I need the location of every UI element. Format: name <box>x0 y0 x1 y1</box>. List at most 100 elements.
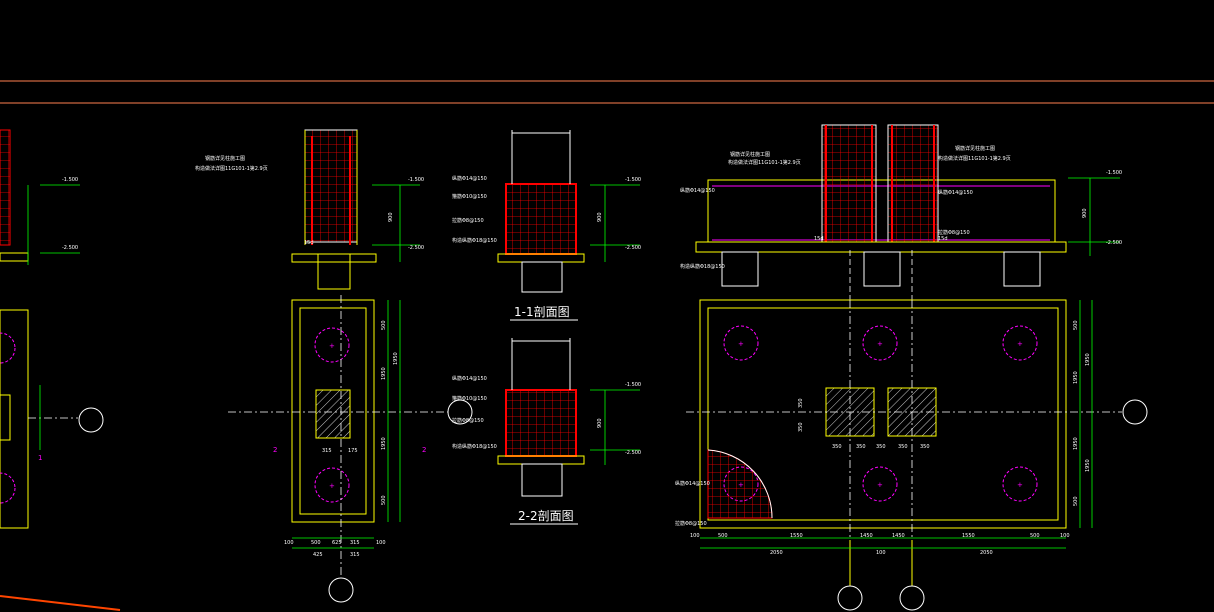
svg-text:175: 175 <box>348 448 358 454</box>
svg-text:拉筋Φ8@150: 拉筋Φ8@150 <box>452 217 484 224</box>
section-2-2: 纵筋Φ14@150 箍筋Φ10@150 拉筋Φ8@150 构造纵筋Φ18@150… <box>452 338 641 525</box>
svg-text:500: 500 <box>1073 496 1079 506</box>
svg-text:500: 500 <box>1030 533 1040 539</box>
svg-text:构造做法详图11G101-1第2.9页: 构造做法详图11G101-1第2.9页 <box>728 159 801 166</box>
svg-text:315: 315 <box>350 552 360 558</box>
column-section <box>315 389 351 439</box>
svg-text:500: 500 <box>381 495 387 505</box>
large-footing-elevation: 钢筋详见柱施工图 构造做法详图11G101-1第2.9页 钢筋详见柱施工图 构造… <box>680 124 1122 300</box>
svg-text:100: 100 <box>376 540 386 546</box>
svg-text:100: 100 <box>1060 533 1070 539</box>
svg-text:1450: 1450 <box>892 533 905 539</box>
svg-text:350: 350 <box>856 444 866 450</box>
svg-text:-2.500: -2.500 <box>625 245 641 251</box>
axis-bubble-large-b <box>899 585 925 611</box>
svg-text:1950: 1950 <box>1085 353 1091 366</box>
pile-icon <box>862 466 898 502</box>
svg-text:构造纵筋Φ18@150: 构造纵筋Φ18@150 <box>452 237 497 244</box>
svg-text:钢筋详见柱施工图: 钢筋详见柱施工图 <box>730 151 770 158</box>
svg-text:350: 350 <box>920 444 930 450</box>
large-footing-plan: + + + + + + 纵筋Φ14@150 拉筋Φ8@150 500 1950 … <box>675 299 1148 611</box>
svg-text:1950: 1950 <box>393 352 399 365</box>
svg-text:2050: 2050 <box>980 550 993 556</box>
svg-text:+: + <box>329 342 335 350</box>
svg-text:15d: 15d <box>814 236 824 242</box>
svg-text:100: 100 <box>690 533 700 539</box>
svg-text:-1.500: -1.500 <box>1106 170 1122 176</box>
axis-bubble-large-h <box>1122 399 1148 425</box>
svg-text:+: + <box>877 340 883 348</box>
svg-text:315: 315 <box>350 540 360 546</box>
dim-15d-small: 15d <box>304 240 314 246</box>
svg-text:500: 500 <box>718 533 728 539</box>
svg-text:-1.500: -1.500 <box>625 382 641 388</box>
elev-bottom-small: -2.500 <box>408 245 424 251</box>
svg-text:1950: 1950 <box>381 367 387 380</box>
svg-text:1550: 1550 <box>962 533 975 539</box>
svg-text:-1.500: -1.500 <box>625 177 641 183</box>
note-col-rebar-b: 构造做法详图11G101-1第2.9页 <box>195 165 268 172</box>
svg-text:350: 350 <box>798 422 804 432</box>
svg-text:350: 350 <box>898 444 908 450</box>
section-mark-2-right: 2 <box>422 446 426 454</box>
svg-text:+: + <box>329 482 335 490</box>
svg-text:500: 500 <box>381 320 387 330</box>
elev-bottom-left: -2.500 <box>62 245 78 251</box>
pile-icon <box>1002 466 1038 502</box>
svg-text:拉筋Φ8@150: 拉筋Φ8@150 <box>452 417 484 424</box>
svg-text:箍筋Φ10@150: 箍筋Φ10@150 <box>452 193 487 200</box>
section-mark-2-left: 2 <box>273 446 277 454</box>
section-2-2-title: 2-2剖面图 <box>518 509 574 523</box>
svg-text:+: + <box>877 481 883 489</box>
svg-text:425: 425 <box>313 552 323 558</box>
axis-label-left: 1 <box>38 454 42 462</box>
svg-text:500: 500 <box>1073 320 1079 330</box>
svg-text:900: 900 <box>1082 208 1088 218</box>
svg-text:构造纵筋Φ18@150: 构造纵筋Φ18@150 <box>452 443 497 450</box>
dim-h900-small: 900 <box>388 212 394 222</box>
elev-top-left: -1.500 <box>62 177 78 183</box>
pile-icon <box>862 325 898 361</box>
svg-text:+: + <box>1017 481 1023 489</box>
elev-top-small: -1.500 <box>408 177 424 183</box>
svg-text:100: 100 <box>284 540 294 546</box>
axis-bubble-left <box>78 407 104 433</box>
svg-text:+: + <box>1017 340 1023 348</box>
left-partial-footing: -1.500 -2.500 1 <box>0 129 104 529</box>
axis-bubble-large-a <box>837 585 863 611</box>
svg-text:1950: 1950 <box>1073 437 1079 450</box>
svg-text:纵筋Φ14@150: 纵筋Φ14@150 <box>680 187 715 194</box>
svg-text:拉筋Φ8@150: 拉筋Φ8@150 <box>675 520 707 527</box>
axis-bubble-small-h <box>447 399 473 425</box>
svg-text:+: + <box>738 340 744 348</box>
svg-text:箍筋Φ10@150: 箍筋Φ10@150 <box>452 395 487 402</box>
svg-text:1450: 1450 <box>860 533 873 539</box>
small-footing-plan: + + 2 2 500 1950 1950 500 1950 100 500 6… <box>228 295 473 603</box>
svg-text:纵筋Φ14@150: 纵筋Φ14@150 <box>452 375 487 382</box>
boundary-lines <box>0 80 1214 611</box>
pile-icon <box>1002 325 1038 361</box>
svg-text:纵筋Φ14@150: 纵筋Φ14@150 <box>938 189 973 196</box>
note-col-rebar-a: 钢筋详见柱施工图 <box>205 155 245 162</box>
svg-text:350: 350 <box>876 444 886 450</box>
svg-text:500: 500 <box>311 540 321 546</box>
svg-text:1550: 1550 <box>790 533 803 539</box>
svg-text:1950: 1950 <box>1073 371 1079 384</box>
svg-text:900: 900 <box>597 212 603 222</box>
svg-text:15d: 15d <box>938 236 948 242</box>
svg-text:350: 350 <box>832 444 842 450</box>
pile-icon <box>314 327 350 363</box>
svg-text:纵筋Φ14@150: 纵筋Φ14@150 <box>675 480 710 487</box>
svg-text:625: 625 <box>332 540 342 546</box>
pile-icon <box>314 467 350 503</box>
section-1-1: 纵筋Φ14@150 箍筋Φ10@150 拉筋Φ8@150 构造纵筋Φ18@150… <box>452 130 641 321</box>
svg-text:100: 100 <box>876 550 886 556</box>
svg-text:315: 315 <box>322 448 332 454</box>
svg-text:钢筋详见柱施工图: 钢筋详见柱施工图 <box>955 145 995 152</box>
svg-text:-2.500: -2.500 <box>625 450 641 456</box>
svg-text:350: 350 <box>798 398 804 408</box>
small-footing-elevation: 钢筋详见柱施工图 构造做法详图11G101-1第2.9页 -1.500 -2.5… <box>195 129 424 290</box>
section-1-1-title: 1-1剖面图 <box>514 305 570 319</box>
svg-text:-2.500: -2.500 <box>1106 240 1122 246</box>
